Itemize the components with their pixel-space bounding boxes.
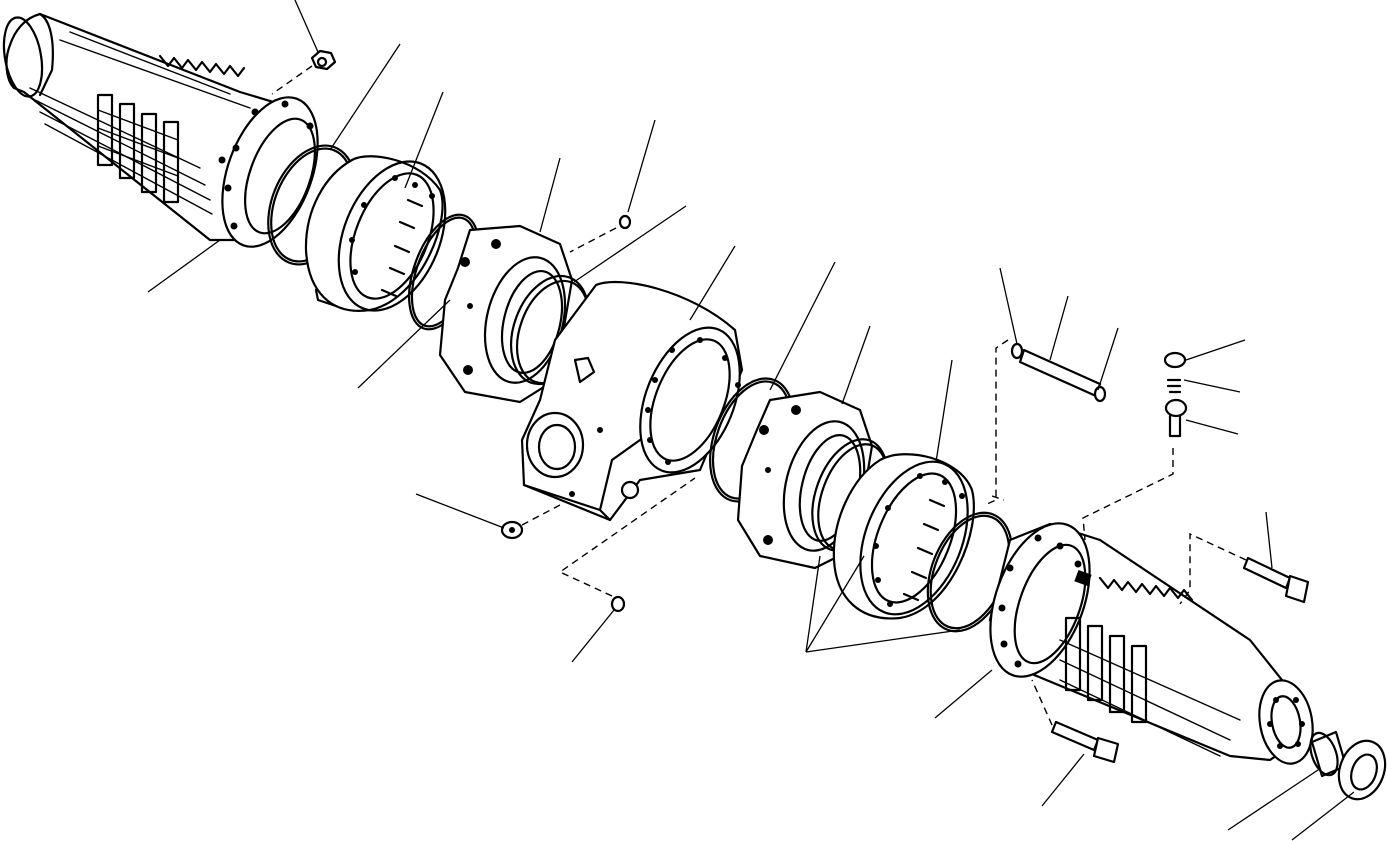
right-flange-bolt-holes [998, 534, 1082, 668]
right-ring-gear-bolt-holes [873, 473, 965, 607]
plug-upper-guide-line [569, 227, 617, 253]
bolt-diff-lower [500, 520, 524, 540]
differential-housing [520, 280, 744, 522]
thrust-washer-part [1337, 739, 1387, 801]
right-ring-gear [832, 453, 975, 620]
left-axle-housing [2, 12, 319, 248]
plug-small-upper [618, 214, 632, 230]
left-planetary-carrier [438, 224, 574, 404]
plug-small-lower [610, 595, 626, 613]
left-ring-gear [304, 155, 447, 312]
bolt-diff-guide-line [521, 504, 561, 526]
pin-guide-line [984, 339, 1009, 506]
bolt-upper-guide-line [1179, 532, 1247, 605]
bolt-lower-guide-line [1031, 679, 1053, 726]
right-bolt-lower [1050, 720, 1120, 764]
right-bolt-upper [1242, 556, 1310, 604]
ring-gear-bolt-holes [349, 175, 435, 275]
leader-lines [147, 0, 1355, 841]
hex-nut-part [310, 49, 337, 71]
right-axle-housing [988, 522, 1314, 765]
diff-flange-bolt-holes [645, 337, 741, 465]
nut-guide-line [271, 65, 313, 95]
left-flange-bolt-holes [218, 100, 314, 230]
dowel-pin-part [1010, 342, 1107, 403]
left-housing-ribs [96, 93, 180, 204]
right-housing-ribs [1059, 616, 1241, 757]
breather-guide-line [1082, 448, 1174, 541]
right-carrier-guide-line [991, 495, 1005, 501]
breather-plug-part [1163, 351, 1188, 438]
